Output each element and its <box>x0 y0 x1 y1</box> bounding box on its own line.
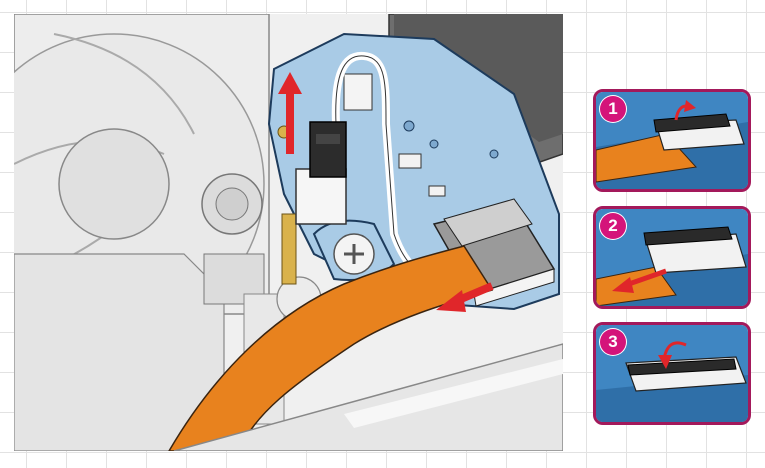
lift-arrow <box>278 72 302 154</box>
smd-component <box>398 153 422 169</box>
jst-connector <box>309 121 347 178</box>
ribbon-cable <box>168 245 494 451</box>
header-socket <box>295 168 347 225</box>
step-3-illustration <box>596 325 748 422</box>
step-panel-1: 1 <box>593 89 751 192</box>
main-illustration <box>14 14 563 451</box>
assembly-drawing <box>14 14 563 451</box>
pull-arrow <box>436 282 494 312</box>
step-2-illustration <box>596 209 748 306</box>
brass-standoff <box>281 213 297 285</box>
step-badge-2: 2 <box>600 213 626 239</box>
case-lip <box>173 343 563 451</box>
step-badge-1: 1 <box>600 96 626 122</box>
step-panel-3: 3 <box>593 322 751 425</box>
step-1-illustration <box>596 92 748 189</box>
step-panel-2: 2 <box>593 206 751 309</box>
step-badge-3: 3 <box>600 329 626 355</box>
